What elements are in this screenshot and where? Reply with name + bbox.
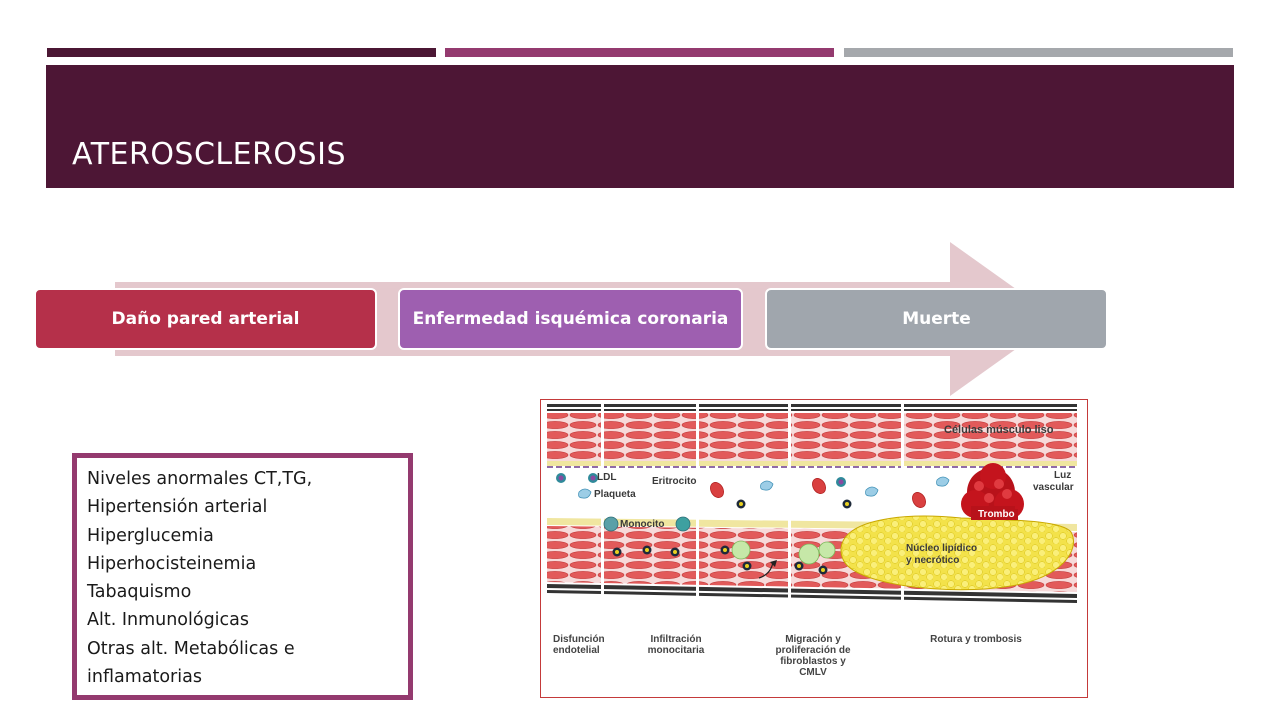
label-lipid-core-2: y necrótico xyxy=(906,555,960,566)
risk-item: inflamatorias xyxy=(87,667,202,688)
slide-title: ATEROSCLEROSIS xyxy=(72,137,346,172)
artery-drawing xyxy=(547,400,1077,610)
stage-caption: Rotura y trombosis xyxy=(930,634,1022,645)
atherosclerosis-illustration: Células músculo liso Luz vascular LDL Pl… xyxy=(540,399,1088,698)
label-erythrocyte: Eritrocito xyxy=(652,476,697,487)
risk-item: Hiperglucemia xyxy=(87,525,214,546)
accent-bar-1 xyxy=(47,48,436,57)
title-band: ATEROSCLEROSIS xyxy=(46,65,1234,188)
process-step-ischemic-disease: Enfermedad isquémica coronaria xyxy=(398,288,743,350)
risk-item: Alt. Inmunológicas xyxy=(87,610,250,631)
thrombus-shape xyxy=(961,463,1024,520)
risk-item: Otras alt. Metabólicas e xyxy=(87,638,295,659)
label-lumen-1: Luz xyxy=(1054,470,1072,481)
label-thrombus: Trombo xyxy=(975,509,1018,520)
risk-item: Niveles anormales CT,TG, xyxy=(87,469,313,489)
label-platelet: Plaqueta xyxy=(594,489,636,500)
label-lumen-2: vascular xyxy=(1033,482,1074,493)
accent-bar-3 xyxy=(844,48,1233,57)
risk-item: Hiperhocisteinemia xyxy=(87,553,257,574)
process-step-damage: Daño pared arterial xyxy=(34,288,377,350)
risk-factors-box: Niveles anormales CT,TG, Hipertensión ar… xyxy=(72,453,413,700)
label-smooth-muscle: Células músculo liso xyxy=(944,424,1054,436)
label-monocyte: Monocito xyxy=(620,519,665,530)
process-step-death: Muerte xyxy=(765,288,1108,350)
risk-item: Hipertensión arterial xyxy=(87,497,268,518)
accent-bar-2 xyxy=(445,48,834,57)
label-lipid-core-1: Núcleo lipídico xyxy=(906,543,978,554)
risk-item: Tabaquismo xyxy=(87,582,192,603)
label-ldl: LDL xyxy=(597,472,617,483)
